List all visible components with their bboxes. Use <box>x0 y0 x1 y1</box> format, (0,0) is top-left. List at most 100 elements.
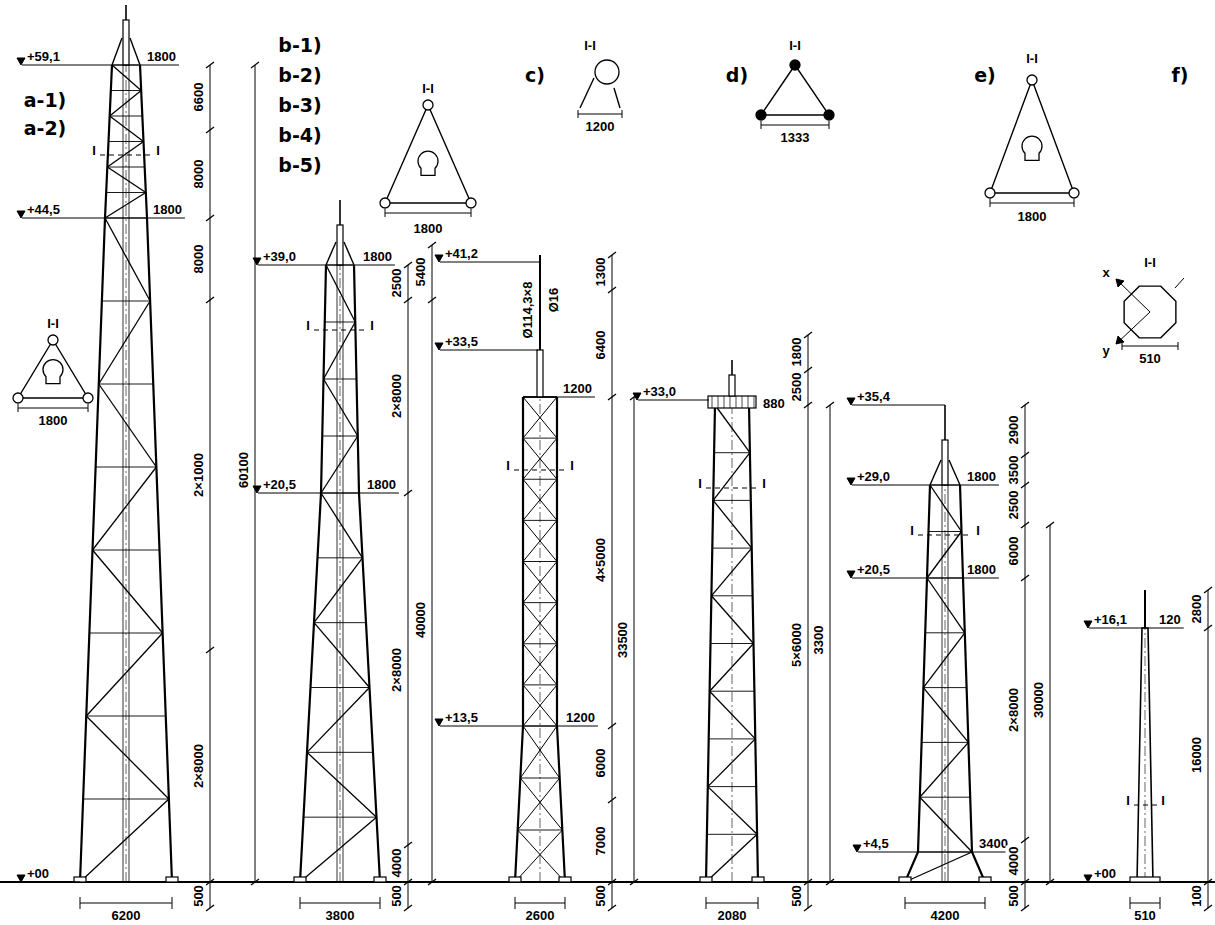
platform-rail <box>748 396 749 408</box>
dimension-tick <box>804 332 812 338</box>
dimension-label: 2800 <box>1189 594 1204 625</box>
level-line <box>22 218 105 219</box>
dimension-tick <box>1178 342 1179 350</box>
dimension-label: 2500 <box>389 268 404 299</box>
center-line <box>540 397 541 882</box>
level-line <box>523 397 595 398</box>
axis-line <box>1116 279 1150 312</box>
annotation-label: 3800 <box>325 908 356 923</box>
dimension-label: 2×1000 <box>191 452 206 498</box>
level-line <box>258 265 326 266</box>
dimension-tick <box>1021 879 1029 885</box>
chord-circle <box>83 393 93 403</box>
diagonal-brace <box>107 167 145 193</box>
horizontal-strut <box>83 799 169 800</box>
level-marker <box>17 58 25 65</box>
antenna-mast <box>942 440 948 485</box>
level-line <box>927 578 999 579</box>
dimension-tick <box>18 404 19 412</box>
dimension-line <box>1025 405 1026 908</box>
horizontal-strut <box>518 830 563 831</box>
dimension-tick <box>804 879 812 885</box>
dimension-line <box>385 213 471 214</box>
tower-leg <box>140 65 172 882</box>
annotation-label: 1800 <box>38 413 69 428</box>
variant-label: d) <box>725 64 749 86</box>
level-line <box>930 485 999 486</box>
annotation-label: 6200 <box>111 908 142 923</box>
platform-rail <box>736 396 737 408</box>
diagonal-brace <box>920 742 969 797</box>
dimension-tick <box>80 897 81 909</box>
dimension-tick <box>1046 879 1054 885</box>
section-outline <box>580 78 594 108</box>
level-label: 1800 <box>152 202 183 217</box>
dimension-line <box>706 903 758 904</box>
annotation-label: I-I <box>421 81 435 96</box>
diagonal-brace <box>300 817 377 882</box>
section-outline <box>18 340 88 398</box>
dimension-tick <box>1021 402 1029 408</box>
level-line <box>321 493 399 494</box>
level-line <box>1142 628 1184 629</box>
level-line <box>852 578 927 579</box>
head-line <box>930 460 941 485</box>
dimension-tick <box>608 905 616 911</box>
inner-shaft <box>129 65 130 882</box>
annotation-label: I-I <box>788 38 802 53</box>
foot-plate <box>166 877 178 882</box>
level-label: 1800 <box>366 477 397 492</box>
chord-circle <box>1027 75 1037 85</box>
dimension-line <box>18 408 88 409</box>
tube-circle <box>595 60 619 84</box>
dimension-tick <box>622 110 623 118</box>
foot-plate <box>294 877 306 882</box>
diagonal-brace <box>927 578 965 633</box>
variant-label: b-2) <box>277 64 322 86</box>
dimension-tick <box>404 490 412 496</box>
dimension-tick <box>206 647 214 653</box>
foot-plate <box>899 877 911 882</box>
diagonal-brace <box>923 688 968 743</box>
dimension-tick <box>404 842 412 848</box>
annotation-label: I <box>91 143 97 158</box>
platform <box>708 396 756 408</box>
antenna-tip <box>944 405 946 440</box>
dimension-line <box>80 903 172 904</box>
diagonal-brace <box>326 265 355 322</box>
horizontal-strut <box>707 834 757 835</box>
tower-leg <box>80 65 112 882</box>
dimension-label: 1300 <box>593 257 608 288</box>
diagonal-brace <box>927 532 962 579</box>
dimension-line <box>612 255 613 908</box>
chord-circle <box>985 188 995 198</box>
dimension-tick <box>1046 522 1054 528</box>
level-label: +4,5 <box>862 836 890 851</box>
diagonal-brace <box>711 548 751 596</box>
head-line <box>949 460 960 485</box>
dimension-tick <box>985 897 986 909</box>
dimension-label: 3300 <box>811 625 826 656</box>
dimension-label: 2500 <box>1006 490 1021 521</box>
chord-circle <box>790 60 800 70</box>
tower-leg <box>300 265 326 882</box>
level-marker <box>17 211 25 218</box>
chord-circle <box>466 198 476 208</box>
level-label: +33,0 <box>642 384 677 399</box>
dimension-label: 7000 <box>593 826 608 857</box>
diagonal-brace <box>713 453 750 501</box>
dimension-line <box>255 65 256 882</box>
dimension-tick <box>380 897 381 909</box>
annotation-label: 4200 <box>930 908 961 923</box>
variant-label: f) <box>1171 64 1190 86</box>
dimension-tick <box>608 252 616 258</box>
level-line <box>326 265 395 266</box>
dimension-line <box>408 265 409 908</box>
annotation-label: 2080 <box>717 908 748 923</box>
level-line <box>105 218 185 219</box>
annotation-label: I-I <box>46 316 60 331</box>
dimension-tick <box>905 897 906 909</box>
horizontal-strut <box>710 691 755 692</box>
diagonal-brace <box>710 644 754 692</box>
antenna-tube <box>537 350 543 397</box>
